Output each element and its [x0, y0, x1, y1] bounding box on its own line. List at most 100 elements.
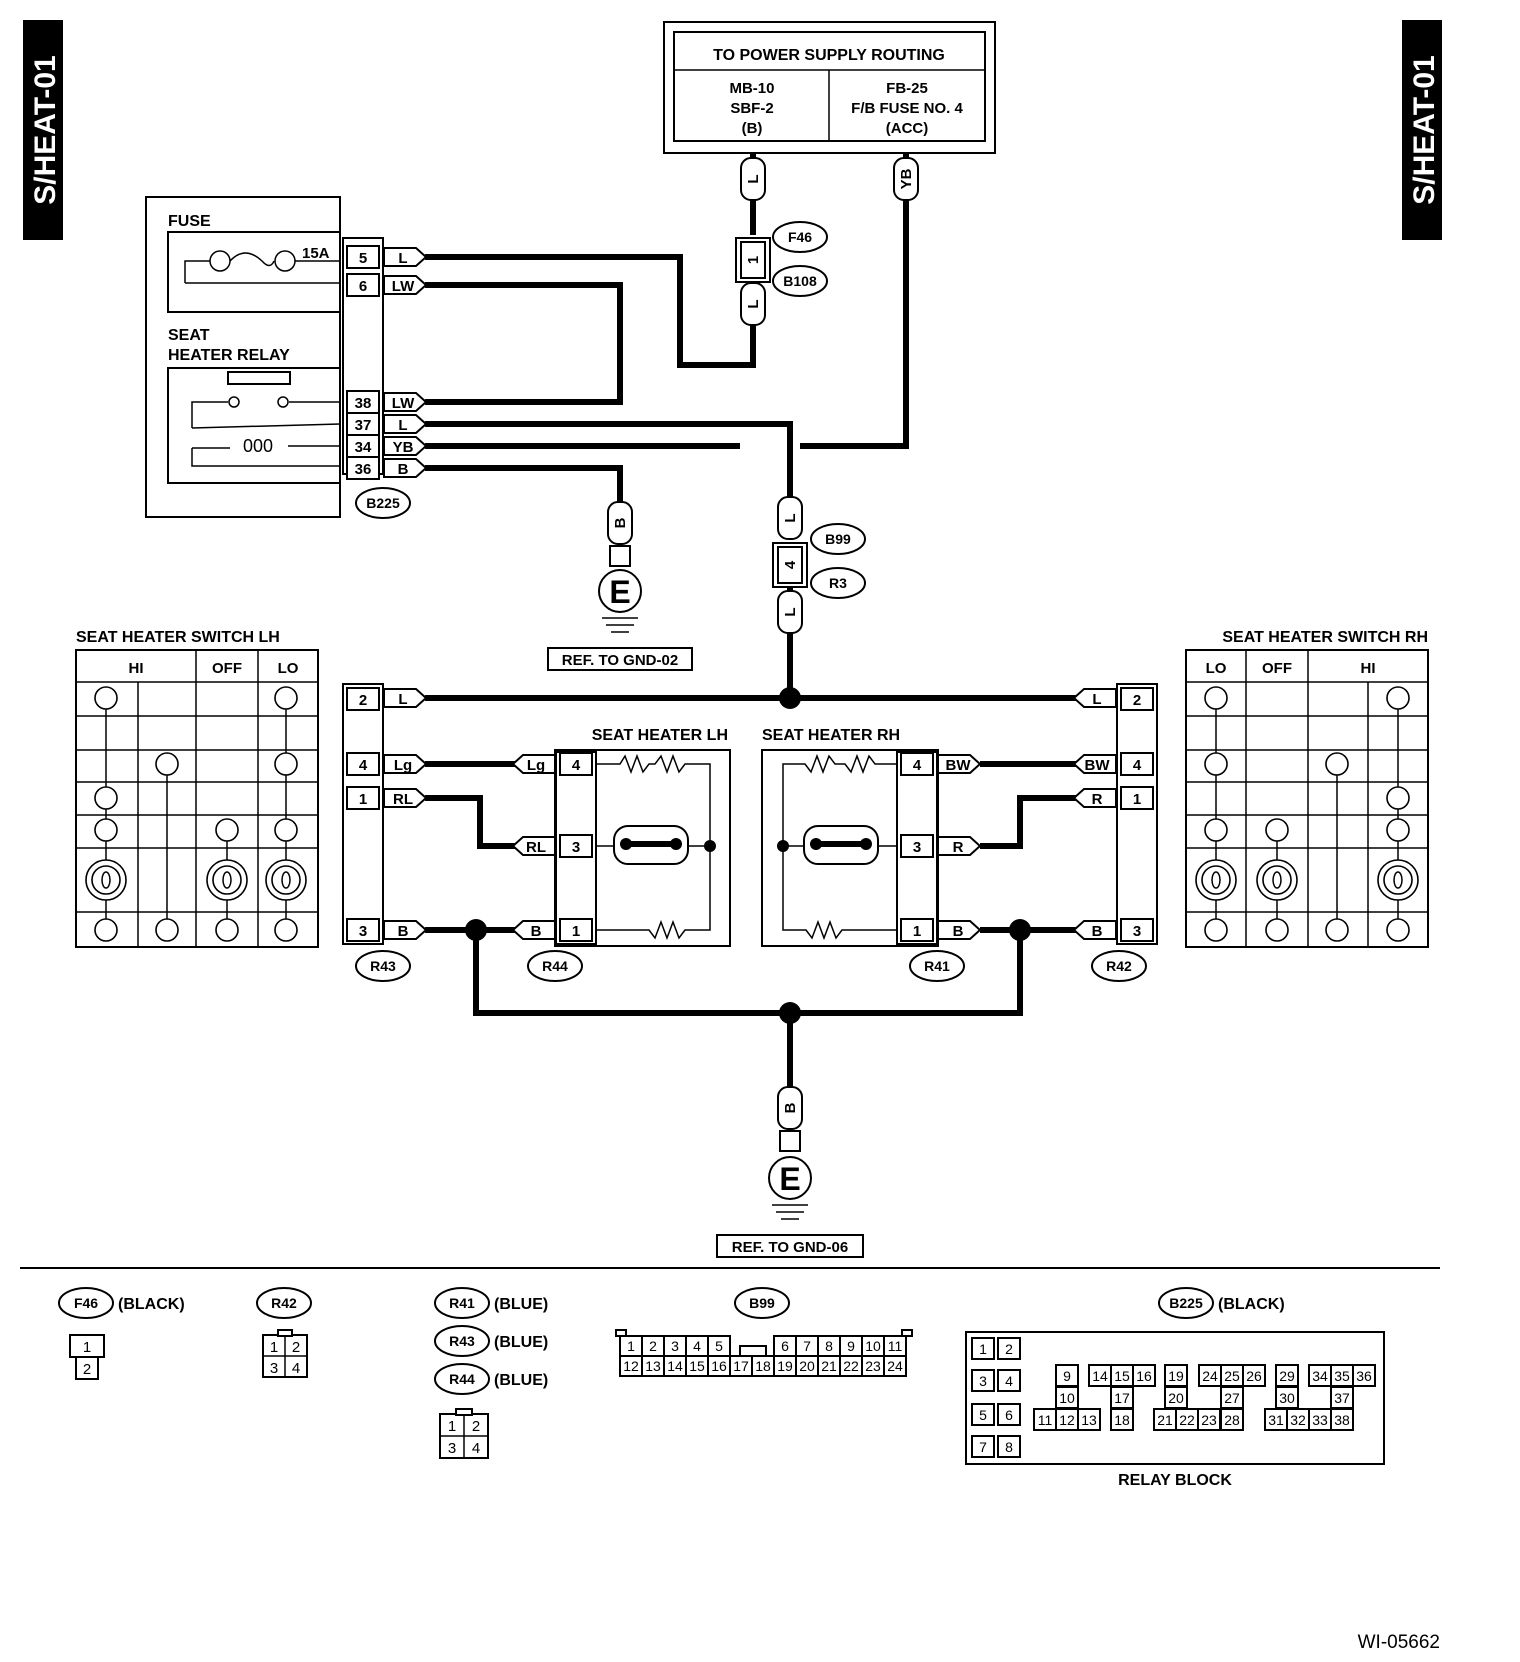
switch-lh-col-lo: LO [278, 660, 299, 677]
svg-text:3: 3 [913, 839, 921, 856]
pin-number: 23 [865, 1358, 881, 1374]
legend-f46: F46 (BLACK) 1 2 [58, 1287, 185, 1380]
pin-cell [971, 1435, 995, 1458]
wire-label-yb: YB [898, 168, 915, 189]
svg-text:5: 5 [359, 250, 367, 267]
heater-rh: SEAT HEATER RH 4 3 1 BW R B R41 [761, 727, 982, 982]
pin-cell [1077, 1408, 1101, 1431]
power-right-line-3: (ACC) [886, 120, 929, 137]
b99-pin-number: 4 [782, 560, 799, 569]
pin-cell [997, 1337, 1021, 1360]
svg-text:BW: BW [946, 757, 972, 774]
junction-dot [779, 1002, 801, 1024]
svg-text:B: B [953, 923, 964, 940]
svg-text:37: 37 [355, 417, 372, 434]
wire-label-l: L [782, 513, 799, 522]
ground-ref-1: REF. TO GND-02 [562, 652, 678, 669]
pin-number: 12 [1059, 1412, 1075, 1428]
svg-text:4: 4 [472, 1440, 480, 1457]
switch-lh-col-hi: HI [129, 660, 144, 677]
pin-cell [971, 1337, 995, 1360]
pin-number: 36 [1356, 1368, 1372, 1384]
ground-2: B E REF. TO GND-06 [716, 1086, 864, 1258]
pin-number: 9 [1063, 1368, 1071, 1384]
legend-r42: R42 1 2 3 4 [256, 1287, 312, 1378]
pin-number: 10 [865, 1338, 881, 1354]
svg-text:B225: B225 [1169, 1295, 1203, 1311]
side-tab-left-text: S/HEAT-01 [29, 55, 62, 205]
pin-number: 7 [803, 1338, 811, 1354]
relay-block-label: RELAY BLOCK [1118, 1472, 1232, 1489]
pin-number: 16 [711, 1358, 727, 1374]
relay-coil-symbol: 000 [243, 436, 273, 456]
svg-text:2: 2 [83, 1361, 91, 1378]
pin-number: 3 [979, 1373, 987, 1389]
pin-number: 8 [1005, 1439, 1013, 1455]
svg-text:YB: YB [393, 439, 414, 456]
pin-cell [1352, 1364, 1376, 1387]
heater-rh-title: SEAT HEATER RH [762, 727, 900, 744]
svg-text:4: 4 [572, 757, 581, 774]
power-supply-box: TO POWER SUPPLY ROUTING MB-10 SBF-2 (B) … [663, 21, 996, 154]
svg-text:2: 2 [472, 1418, 480, 1435]
pin-number: 10 [1059, 1390, 1075, 1406]
svg-text:RL: RL [526, 839, 546, 856]
pin-number: 16 [1136, 1368, 1152, 1384]
pin-number: 20 [799, 1358, 815, 1374]
svg-text:1: 1 [572, 923, 580, 940]
pin-number: 6 [1005, 1407, 1013, 1423]
pin-number: 2 [649, 1338, 657, 1354]
pin-number: 6 [781, 1338, 789, 1354]
connector-f46-b108: 1 L [735, 237, 771, 326]
pin-cell [997, 1369, 1021, 1392]
pin-number: 38 [1334, 1412, 1350, 1428]
switch-lh-title: SEAT HEATER SWITCH LH [76, 629, 280, 646]
pin-number: 27 [1224, 1390, 1240, 1406]
pin-cell [971, 1403, 995, 1426]
callout-b108: B108 [772, 265, 828, 297]
pin-number: 2 [1005, 1341, 1013, 1357]
svg-text:R42: R42 [271, 1295, 297, 1311]
relay-label-2: HEATER RELAY [168, 347, 290, 364]
pin-number: 18 [755, 1358, 771, 1374]
pin-number: 5 [979, 1407, 987, 1423]
power-left-line-1: MB-10 [729, 80, 774, 97]
pin-number: 26 [1246, 1368, 1262, 1384]
switch-rh-col-off: OFF [1262, 660, 1292, 677]
switch-rh-col-hi: HI [1361, 660, 1376, 677]
svg-text:B: B [1092, 923, 1103, 940]
svg-text:2: 2 [1133, 692, 1141, 709]
connector-b99-r3: L 4 L [772, 496, 808, 634]
callout-b225: B225 [366, 495, 400, 511]
callout-r41: R41 [924, 958, 950, 974]
fuse-rating: 15A [302, 245, 330, 262]
svg-text:1: 1 [913, 923, 921, 940]
heater-lh-title: SEAT HEATER LH [592, 727, 728, 744]
pin-number: 3 [671, 1338, 679, 1354]
pin-number: 17 [733, 1358, 749, 1374]
ground-ref-2: REF. TO GND-06 [732, 1239, 848, 1256]
pin-number: 21 [1157, 1412, 1173, 1428]
connector-r43: 2 4 1 3 L Lg RL B R43 [342, 683, 428, 982]
fuse-label: FUSE [168, 213, 211, 230]
pin-number: 4 [693, 1338, 701, 1354]
junction-dot [779, 687, 801, 709]
wire-label-l: L [782, 607, 799, 616]
pin-number: 30 [1279, 1390, 1295, 1406]
switch-rh-col-lo: LO [1206, 660, 1227, 677]
svg-text:E: E [779, 1161, 800, 1197]
svg-text:R: R [953, 839, 964, 856]
svg-text:(BLACK): (BLACK) [118, 1296, 185, 1313]
pin-number: 9 [847, 1338, 855, 1354]
pin-number: 33 [1312, 1412, 1328, 1428]
power-left-line-2: SBF-2 [730, 100, 773, 117]
junction-dot [465, 919, 487, 941]
svg-text:1: 1 [270, 1339, 278, 1356]
pin-number: 8 [825, 1338, 833, 1354]
pin-number: 7 [979, 1439, 987, 1455]
document-id: WI-05662 [1358, 1632, 1440, 1653]
pin-number: 12 [623, 1358, 639, 1374]
